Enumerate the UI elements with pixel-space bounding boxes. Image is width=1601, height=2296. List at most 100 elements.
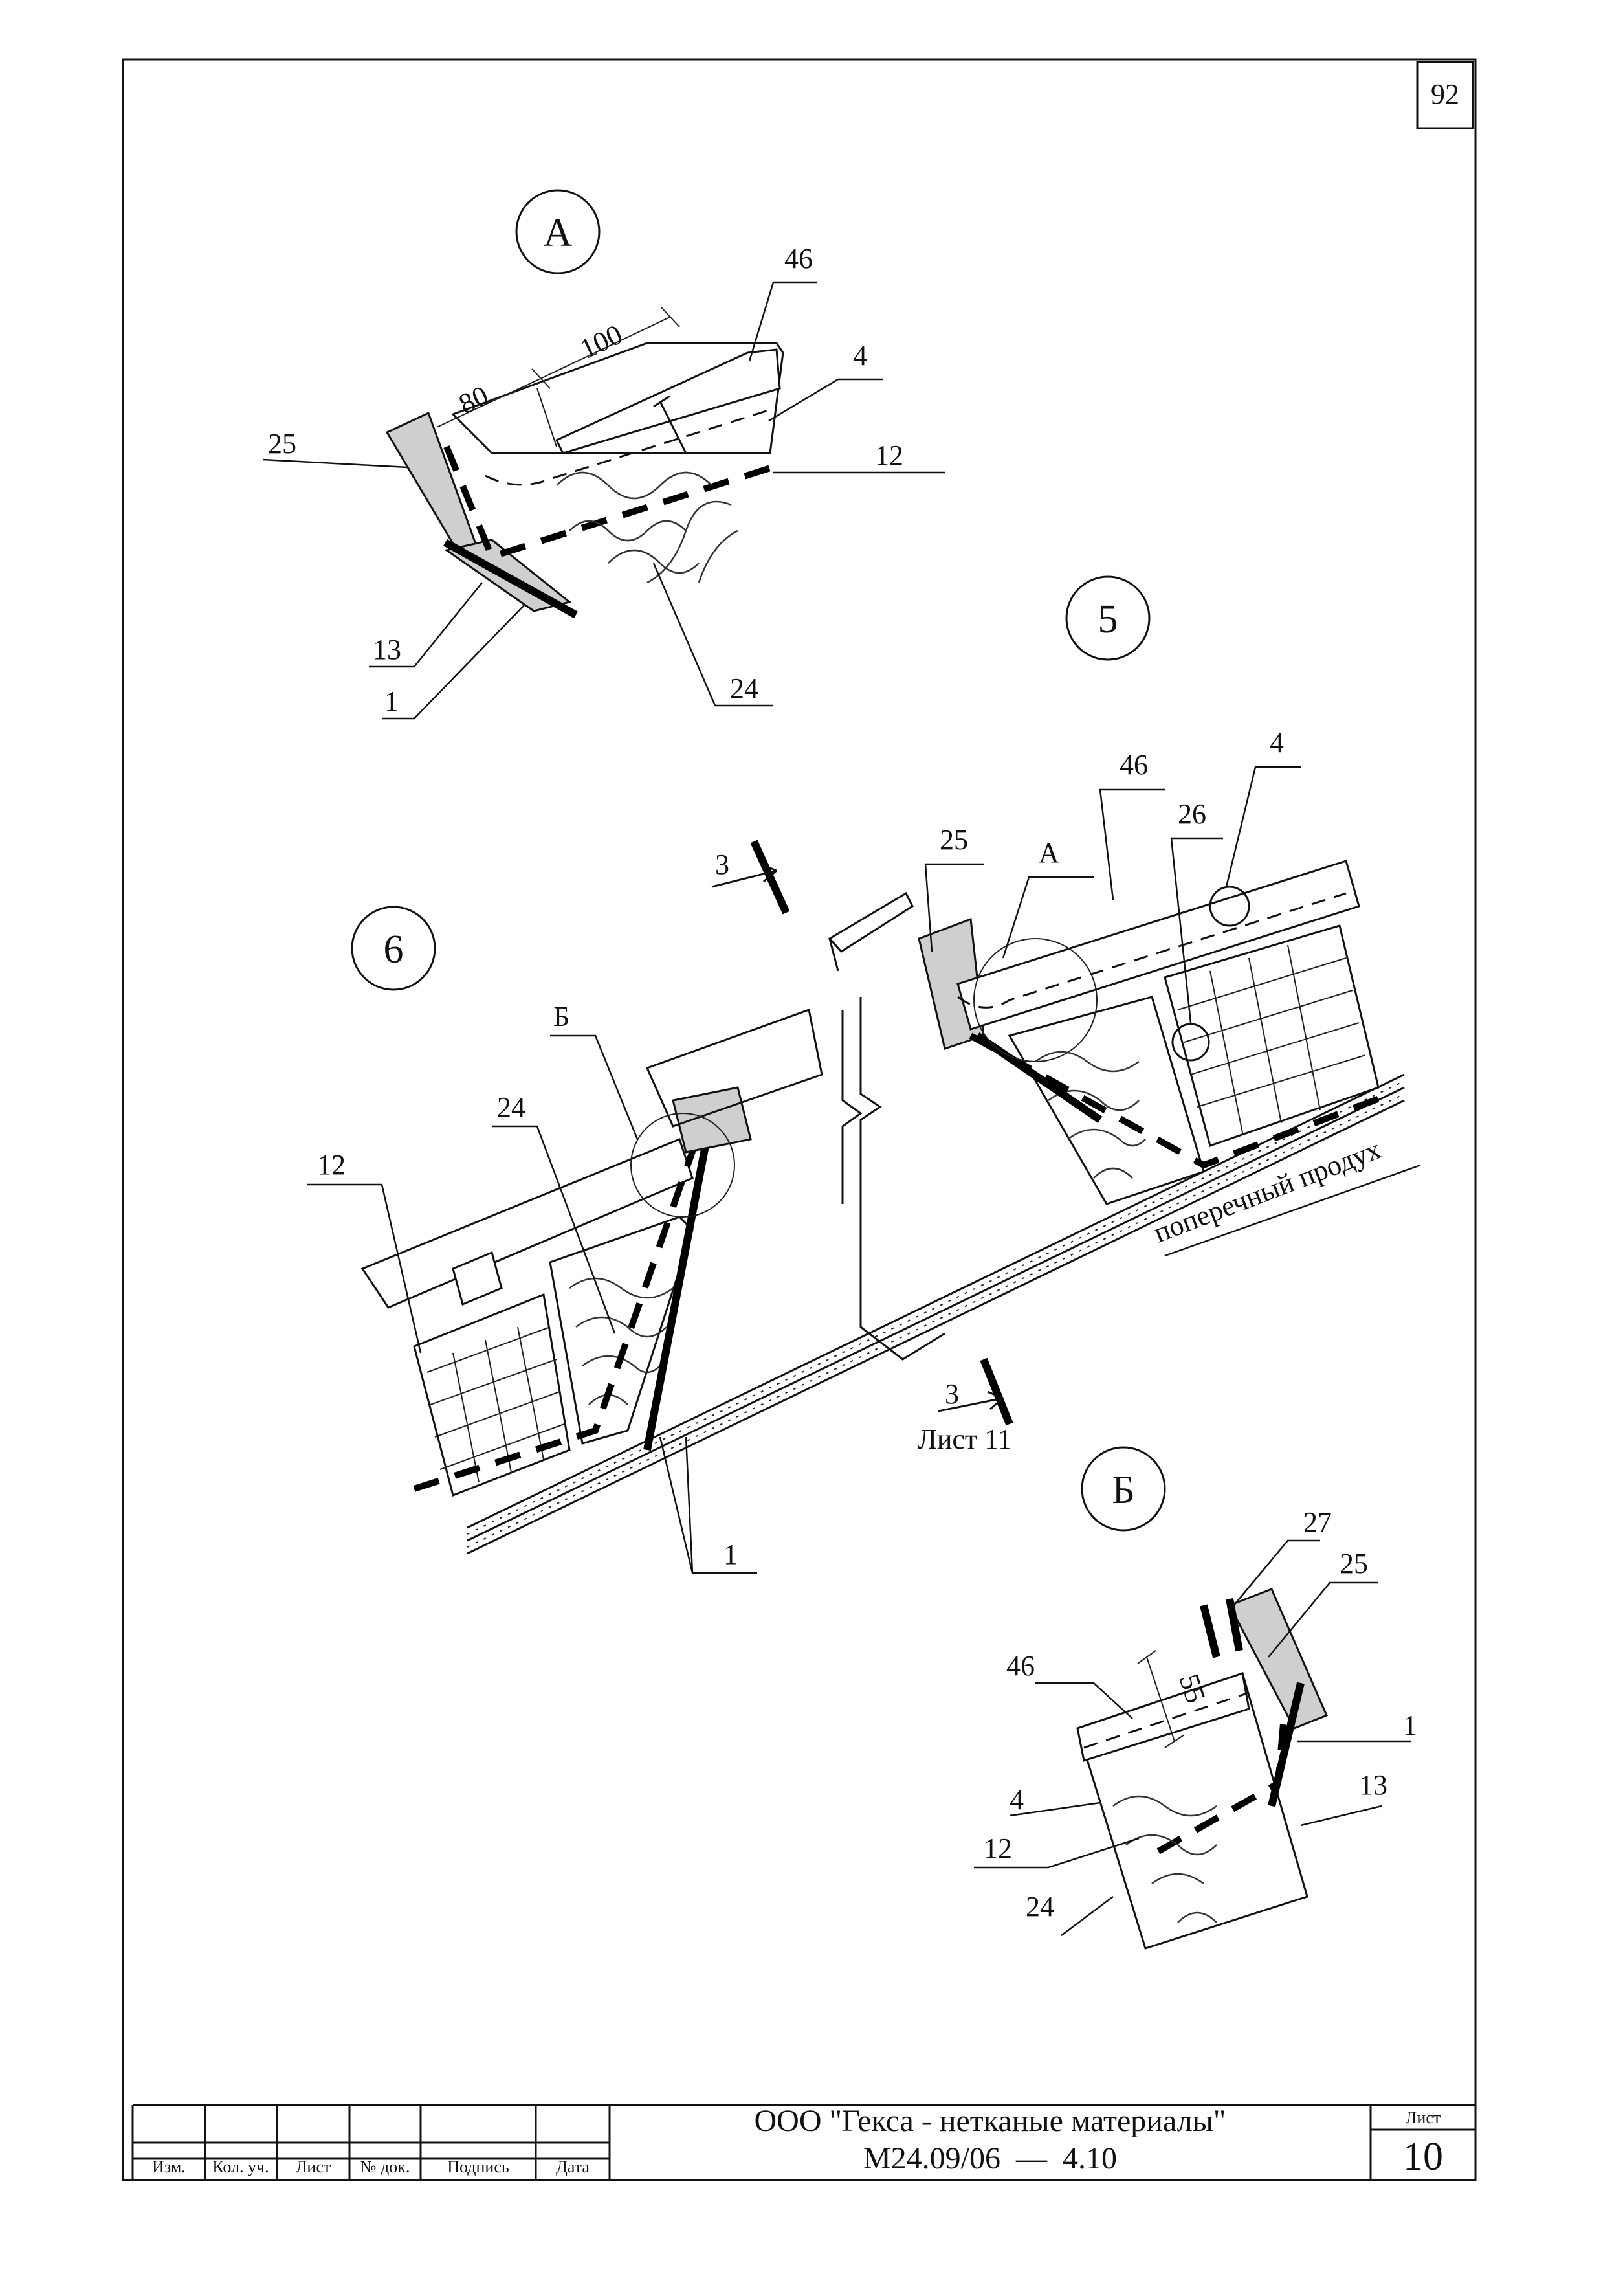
callout-1-leader — [659, 1436, 757, 1574]
main-section: 5 6 46 — [307, 575, 1421, 1574]
detail-b-callout-1: 1 — [1403, 1710, 1417, 1741]
left-insulation — [413, 1293, 571, 1497]
col-doc-no: № док. — [360, 2157, 410, 2176]
right-rafter-grain — [1035, 1051, 1146, 1179]
detail-b-grain — [1112, 1795, 1217, 1923]
detail-b-leader-46 — [1035, 1682, 1133, 1719]
callout-b: Б — [553, 1001, 569, 1032]
right-membrane-heavy — [975, 1032, 1103, 1123]
detail-b-sealant — [1228, 1588, 1328, 1730]
detail-a-leader-4 — [768, 378, 883, 422]
left-rafter-wood — [549, 1216, 694, 1445]
sheet-label: Лист — [1406, 2108, 1441, 2127]
callout-1: 1 — [723, 1539, 738, 1570]
right-membrane — [969, 1032, 1393, 1169]
right-vent-pipe-2 — [1209, 886, 1250, 927]
soffit-band-dots — [467, 1080, 1405, 1548]
detail-a-leader-24 — [652, 563, 773, 707]
col-kol-uch: Кол. уч. — [212, 2157, 269, 2176]
col-date: Дата — [556, 2157, 590, 2176]
detail-a-membrane — [443, 539, 578, 619]
left-rafter-grain — [569, 1277, 674, 1405]
col-list: Лист — [296, 2157, 331, 2176]
callout-24-leader — [492, 1125, 616, 1334]
detail-a-leader-25 — [262, 458, 408, 469]
right-rafter-wood — [1008, 996, 1205, 1205]
detail-a: А 100 80 46 4 25 12 13 1 24 — [262, 189, 945, 720]
callout-12-leader — [307, 1183, 422, 1354]
mark-5 — [1065, 575, 1151, 661]
detail-b-leader-25 — [1268, 1581, 1378, 1658]
detail-b-callout-13: 13 — [1359, 1769, 1387, 1801]
detail-a-leader-1 — [382, 605, 525, 720]
detail-b-callout-4: 4 — [1010, 1784, 1024, 1816]
detail-a-callout-1: 1 — [384, 685, 399, 717]
right-insulation — [1164, 924, 1380, 1147]
section-arrow-top — [711, 863, 777, 888]
sheet-value: 10 — [1403, 2135, 1443, 2179]
vent-label-rule — [1164, 1164, 1421, 1257]
col-signature: Подпись — [447, 2157, 509, 2176]
callout-46: 46 — [1120, 749, 1148, 781]
callout-b-leader — [550, 1034, 639, 1140]
right-detail-circle — [973, 938, 1098, 1062]
detail-b: Б 55 27 25 46 1 4 13 12 24 — [974, 1446, 1417, 1950]
detail-b-leader-24 — [1061, 1896, 1114, 1936]
detail-b-callout-24: 24 — [1026, 1891, 1054, 1923]
detail-b-leader-13 — [1300, 1805, 1382, 1827]
right-dashed — [957, 892, 1347, 1009]
callout-46-leader — [1099, 788, 1165, 900]
callout-25-leader — [924, 863, 984, 952]
detail-b-title: Б — [1112, 1468, 1135, 1512]
detail-a-callout-13: 13 — [373, 634, 401, 665]
callout-12: 12 — [317, 1149, 346, 1181]
detail-a-callout-12: 12 — [875, 440, 903, 471]
detail-b-marker — [1081, 1446, 1166, 1532]
left-batten — [452, 1251, 503, 1306]
left-membrane-heavy — [643, 1144, 709, 1451]
detail-a-callout-24: 24 — [730, 673, 758, 704]
left-eaves-block — [672, 1086, 752, 1154]
detail-a-outline — [451, 342, 784, 454]
detail-a-callout-46: 46 — [784, 243, 813, 274]
right-gutter — [828, 891, 914, 972]
sheet-frame — [122, 58, 1477, 2181]
detail-a-dim-80 — [436, 378, 541, 428]
detail-b-board — [1076, 1672, 1250, 1762]
right-insulation-grid — [1177, 944, 1366, 1133]
callout-4: 4 — [1270, 727, 1284, 759]
sheet-number: 92 — [1431, 78, 1459, 110]
sheet-number-box — [1416, 61, 1474, 129]
section-mark-top-text: 3 — [715, 849, 729, 880]
detail-a-sealant — [385, 411, 477, 559]
detail-a-nail — [653, 395, 687, 454]
detail-a-grain — [556, 471, 738, 584]
right-vent-pipe — [1171, 1023, 1210, 1062]
mark-6-text: 6 — [384, 928, 404, 972]
col-izm: Изм. — [152, 2157, 186, 2176]
title-block: Изм. Кол. уч. Лист № док. Подпись Дата О… — [131, 2104, 1475, 2181]
left-roof-boards — [360, 1138, 694, 1309]
mark-5-text: 5 — [1098, 597, 1118, 641]
left-membrane — [413, 1131, 702, 1492]
detail-b-callout-46: 46 — [1006, 1650, 1035, 1682]
title-block-frame — [131, 2104, 1475, 2181]
right-roof-boards — [956, 860, 1360, 1031]
detail-a-dashed — [485, 407, 777, 486]
break-line-right — [859, 997, 945, 1361]
left-eaves-frame — [645, 1008, 823, 1128]
sheet-ref: Лист 11 — [918, 1423, 1012, 1455]
detail-b-callout-25: 25 — [1340, 1548, 1368, 1579]
detail-b-membrane-heavy — [1268, 1682, 1305, 1807]
detail-b-cap — [1200, 1598, 1243, 1658]
detail-a-title: А — [544, 211, 573, 255]
detail-b-leader-4 — [1009, 1801, 1101, 1817]
section-mark-bottom — [980, 1357, 1013, 1426]
detail-b-callout-27: 27 — [1303, 1506, 1332, 1538]
left-detail-circle — [630, 1113, 735, 1218]
break-line-left — [841, 1010, 863, 1204]
detail-a-board — [555, 348, 781, 454]
callout-a-leader — [1002, 876, 1094, 959]
detail-b-leader-12 — [974, 1837, 1140, 1869]
